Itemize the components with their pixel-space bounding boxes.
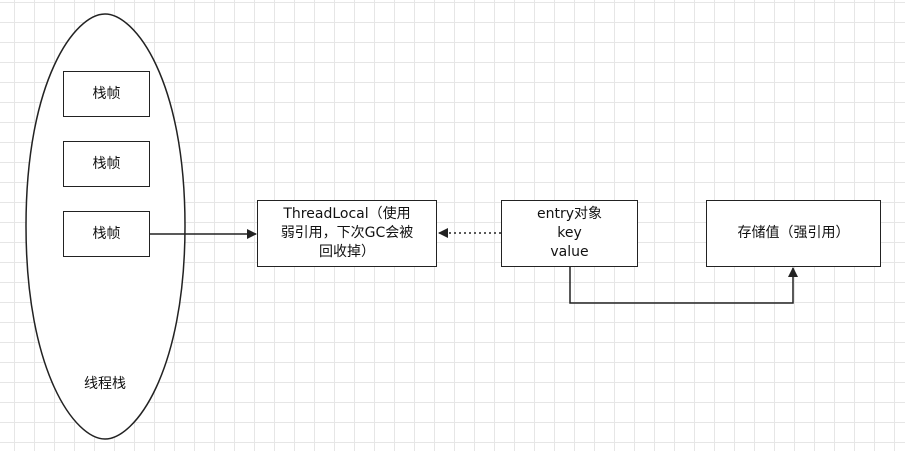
entry-line-3: value: [550, 244, 589, 260]
stack-frame-2-label: 栈帧: [92, 155, 121, 172]
entry-line-1: entry对象: [536, 206, 603, 222]
threadlocal-line-1: ThreadLocal（使用: [283, 206, 411, 222]
thread-stack-label: 线程栈: [84, 376, 126, 392]
entry-line-2: key: [557, 225, 582, 241]
threadlocal-line-3: 回收掉）: [319, 244, 375, 260]
stack-frame-1: 栈帧: [63, 71, 150, 117]
stored-value-label: 存储值（强引用）: [737, 225, 850, 241]
entry-node: entry对象 key value: [501, 200, 638, 267]
stack-frame-3-label: 栈帧: [92, 225, 121, 242]
stack-frame-2: 栈帧: [63, 141, 150, 187]
stored-value-node: 存储值（强引用）: [706, 200, 881, 267]
stack-frame-1-label: 栈帧: [92, 85, 121, 102]
stack-frame-3: 栈帧: [63, 211, 150, 257]
entry-to-value-strong-arrow: [569, 267, 798, 304]
threadlocal-line-2: 弱引用，下次GC会被: [280, 225, 414, 241]
threadlocal-node: ThreadLocal（使用 弱引用，下次GC会被 回收掉）: [257, 200, 437, 267]
